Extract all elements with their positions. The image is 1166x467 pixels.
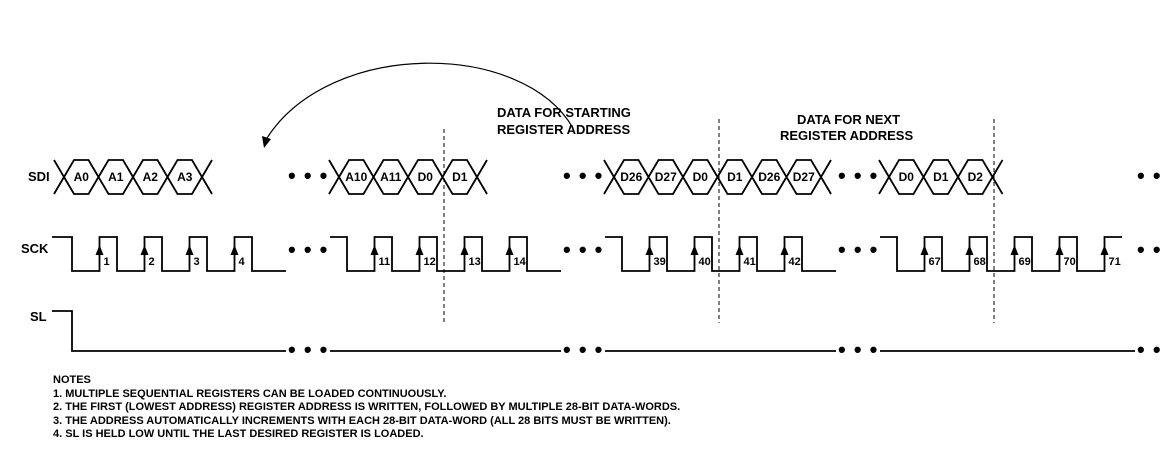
- rising-edge-arrow-icon: [920, 245, 929, 255]
- sck-signal-label: SCK: [21, 241, 49, 256]
- sck-clock-segment: [605, 236, 836, 272]
- starting-register-annotation: DATA FOR STARTING: [497, 105, 631, 120]
- rising-edge-arrow-icon: [965, 245, 974, 255]
- rising-edge-arrow-icon: [185, 245, 194, 255]
- clock-cycle-number: 70: [1064, 256, 1076, 268]
- clock-cycle-number: 3: [194, 256, 200, 268]
- rising-edge-arrow-icon: [1010, 245, 1019, 255]
- sdi-bit-segment: [328, 159, 488, 195]
- rising-edge-arrow-icon: [460, 245, 469, 255]
- sdi-signal-label: SDI: [28, 169, 50, 184]
- sdi-bit-label: D26: [620, 170, 642, 184]
- rising-edge-arrow-icon: [780, 245, 789, 255]
- ellipsis: • • •: [1137, 337, 1166, 362]
- ellipsis: • • •: [563, 237, 603, 262]
- ellipsis: • • •: [838, 163, 878, 188]
- ellipsis: • • •: [563, 337, 603, 362]
- address-increment-arrow: [266, 62, 574, 139]
- clock-cycle-number: 40: [699, 256, 711, 268]
- sck-clock-segment: [52, 236, 286, 272]
- clock-cycle-number: 2: [149, 256, 155, 268]
- sdi-bit-label: A2: [143, 170, 159, 184]
- ellipsis: • • •: [288, 337, 328, 362]
- sdi-bit-label: D1: [452, 170, 468, 184]
- next-register-annotation: REGISTER ADDRESS: [780, 128, 913, 143]
- sl-waveform: [52, 310, 1135, 352]
- notes-title: NOTES: [53, 374, 91, 386]
- sdi-bit-label: D2: [968, 170, 984, 184]
- note-item: 1. MULTIPLE SEQUENTIAL REGISTERS CAN BE …: [53, 387, 447, 400]
- ellipsis: • • •: [288, 163, 328, 188]
- sdi-bit-label: A11: [380, 170, 402, 184]
- clock-cycle-number: 1: [104, 256, 110, 268]
- ellipsis: • • •: [563, 163, 603, 188]
- note-item: 2. THE FIRST (LOWEST ADDRESS) REGISTER A…: [53, 401, 681, 413]
- sdi-bit-label: D27: [793, 170, 815, 184]
- rising-edge-arrow-icon: [1100, 245, 1109, 255]
- sdi-bit-label: D0: [899, 170, 915, 184]
- clock-cycle-number: 14: [514, 256, 527, 268]
- ellipsis: • • •: [1137, 237, 1166, 262]
- starting-register-annotation: REGISTER ADDRESS: [497, 122, 630, 137]
- sdi-bit-segment: [878, 159, 1004, 195]
- rising-edge-arrow-icon: [140, 245, 149, 255]
- ellipsis: • • •: [1137, 163, 1166, 188]
- ellipsis: • • •: [838, 237, 878, 262]
- clock-cycle-number: 41: [744, 256, 756, 268]
- sdi-bit-label: A10: [345, 170, 367, 184]
- clock-cycle-number: 39: [654, 256, 666, 268]
- rising-edge-arrow-icon: [690, 245, 699, 255]
- sdi-bit-label: D0: [418, 170, 434, 184]
- sdi-bit-segment: [603, 159, 832, 195]
- sdi-bit-label: D27: [655, 170, 677, 184]
- rising-edge-arrow-icon: [735, 245, 744, 255]
- sdi-bit-segment: [53, 159, 213, 195]
- rising-edge-arrow-icon: [370, 245, 379, 255]
- clock-cycle-number: 11: [379, 256, 391, 268]
- sdi-bit-label: D1: [727, 170, 743, 184]
- rising-edge-arrow-icon: [505, 245, 514, 255]
- rising-edge-arrow-icon: [415, 245, 424, 255]
- sdi-bit-label: D26: [758, 170, 780, 184]
- rising-edge-arrow-icon: [645, 245, 654, 255]
- clock-cycle-number: 71: [1109, 256, 1121, 268]
- clock-cycle-number: 68: [974, 256, 986, 268]
- clock-cycle-number: 67: [929, 256, 941, 268]
- rising-edge-arrow-icon: [230, 245, 239, 255]
- sdi-bit-label: D1: [933, 170, 949, 184]
- sdi-waveform: A0 A1 A2 A3 A10 A11 D0 D1 D26 D27 D0 D1 D26 D27 D0 D1 D2: [53, 159, 1004, 195]
- sdi-bit-label: A3: [177, 170, 193, 184]
- clock-cycle-number: 4: [239, 256, 246, 268]
- sdi-bit-label: A1: [108, 170, 124, 184]
- note-item: 3. THE ADDRESS AUTOMATICALLY INCREMENTS …: [53, 414, 671, 427]
- clock-cycle-number: 42: [789, 256, 801, 268]
- next-register-annotation: DATA FOR NEXT: [797, 112, 900, 127]
- rising-edge-arrow-icon: [1055, 245, 1064, 255]
- sdi-bit-label: A0: [74, 170, 90, 184]
- arrowhead-icon: [262, 136, 271, 148]
- clock-cycle-number: 69: [1019, 256, 1031, 268]
- ellipsis: • • •: [288, 237, 328, 262]
- sck-clock-segment: [880, 236, 1122, 272]
- clock-cycle-number: 13: [469, 256, 481, 268]
- rising-edge-arrow-icon: [95, 245, 104, 255]
- notes: NOTES 1. MULTIPLE SEQUENTIAL REGISTERS C…: [53, 374, 1153, 442]
- sck-clock-segment: [330, 236, 561, 272]
- clock-cycle-number: 12: [424, 256, 436, 268]
- ellipsis: • • •: [838, 337, 878, 362]
- sl-signal-label: SL: [30, 309, 47, 324]
- sdi-bit-label: D0: [693, 170, 709, 184]
- note-item: 4. SL IS HELD LOW UNTIL THE LAST DESIRED…: [53, 428, 424, 440]
